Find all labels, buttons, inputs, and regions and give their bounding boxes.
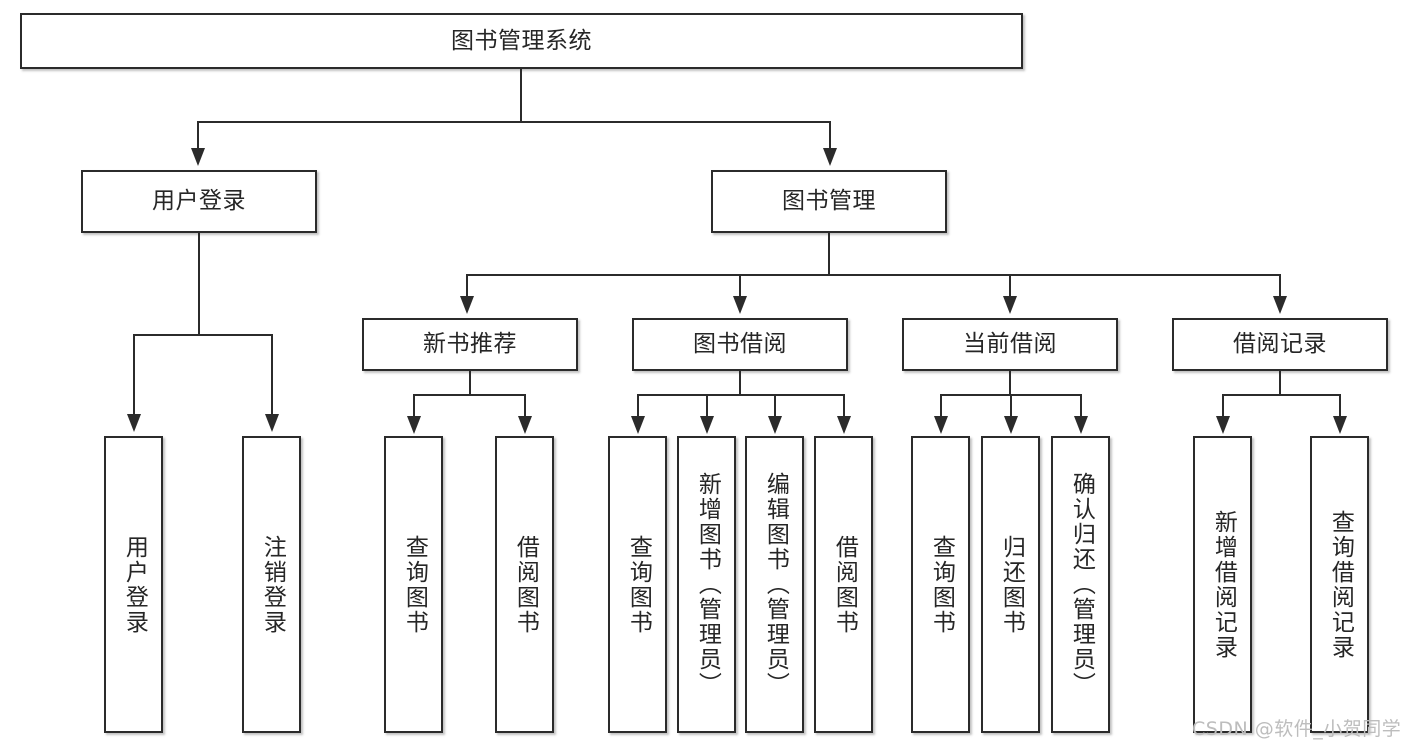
leaf-edit-book[interactable]: 编辑图书（管理员） — [745, 436, 804, 733]
arrowhead-bb-to-leaf-2 — [700, 416, 714, 434]
arrowhead-br-to-leaf-2 — [1333, 416, 1347, 434]
node-user-login[interactable]: 用户登录 — [81, 170, 317, 233]
leaf-query-book-3[interactable]: 查询图书 — [911, 436, 970, 733]
connector-root-to-book-management — [829, 121, 831, 149]
connector-root-stem — [520, 69, 522, 122]
connector-user-login-stem — [198, 233, 200, 335]
connector-user-login-to-leaf-2 — [271, 334, 273, 415]
leaf-user-login[interactable]: 用户登录 — [104, 436, 163, 733]
connector-cb-to-leaf-3 — [1080, 394, 1082, 417]
connector-bm-to-borrow-record — [1279, 274, 1281, 297]
connector-bm-to-new-book — [466, 274, 468, 297]
node-borrow-record[interactable]: 借阅记录 — [1172, 318, 1388, 371]
connector-user-login-to-leaf-1 — [133, 334, 135, 415]
leaf-return-book-label: 归还图书 — [998, 534, 1025, 635]
node-new-book-recommend[interactable]: 新书推荐 — [362, 318, 578, 371]
node-book-management[interactable]: 图书管理 — [711, 170, 947, 233]
connector-br-to-leaf-2 — [1339, 394, 1341, 417]
leaf-query-record[interactable]: 查询借阅记录 — [1310, 436, 1369, 733]
leaf-borrow-book-2[interactable]: 借阅图书 — [814, 436, 873, 733]
csdn-watermark: CSDN @软件_小贺同学 — [1192, 718, 1402, 740]
connector-book-borrow-bus — [637, 394, 844, 396]
connector-bm-to-book-borrow — [739, 274, 741, 297]
leaf-user-login-label: 用户登录 — [121, 534, 148, 635]
arrowhead-bm-to-borrow-record — [1273, 296, 1287, 314]
leaf-borrow-book-1[interactable]: 借阅图书 — [495, 436, 554, 733]
arrowhead-cb-to-leaf-3 — [1074, 416, 1088, 434]
connector-current-borrow-stem — [1009, 371, 1011, 395]
connector-bb-to-leaf-4 — [843, 394, 845, 417]
arrowhead-user-login-to-leaf-2 — [265, 414, 279, 432]
arrowhead-root-to-book-management — [823, 148, 837, 166]
arrowhead-cb-to-leaf-1 — [934, 416, 948, 434]
leaf-query-book-2[interactable]: 查询图书 — [608, 436, 667, 733]
leaf-confirm-return-label: 确认归还（管理员） — [1068, 472, 1095, 697]
connector-book-borrow-stem — [739, 371, 741, 395]
leaf-query-book-2-label: 查询图书 — [625, 534, 652, 635]
connector-new-book-to-leaf-1 — [413, 394, 415, 417]
connector-book-management-bus — [466, 274, 1280, 276]
connector-cb-to-leaf-1 — [940, 394, 942, 417]
node-current-borrow[interactable]: 当前借阅 — [902, 318, 1118, 371]
connector-cb-to-leaf-2 — [1010, 394, 1012, 417]
connector-br-to-leaf-1 — [1222, 394, 1224, 417]
connector-new-book-bus — [413, 394, 526, 396]
node-current-borrow-label: 当前借阅 — [963, 331, 1057, 358]
leaf-add-record[interactable]: 新增借阅记录 — [1193, 436, 1252, 733]
connector-borrow-record-stem — [1279, 371, 1281, 395]
arrowhead-br-to-leaf-1 — [1216, 416, 1230, 434]
connector-bb-to-leaf-3 — [774, 394, 776, 417]
node-book-borrow[interactable]: 图书借阅 — [632, 318, 848, 371]
arrowhead-new-book-to-leaf-2 — [518, 416, 532, 434]
node-new-book-recommend-label: 新书推荐 — [423, 331, 517, 358]
leaf-borrow-book-2-label: 借阅图书 — [831, 534, 858, 635]
arrowhead-bm-to-book-borrow — [733, 296, 747, 314]
arrowhead-root-to-user-login — [191, 148, 205, 166]
connector-borrow-record-bus — [1222, 394, 1340, 396]
leaf-add-book[interactable]: 新增图书（管理员） — [677, 436, 736, 733]
node-root-label: 图书管理系统 — [451, 27, 592, 54]
node-book-borrow-label: 图书借阅 — [693, 331, 787, 358]
leaf-confirm-return[interactable]: 确认归还（管理员） — [1051, 436, 1110, 733]
leaf-add-record-label: 新增借阅记录 — [1210, 509, 1237, 660]
leaf-return-book[interactable]: 归还图书 — [981, 436, 1040, 733]
node-book-management-label: 图书管理 — [782, 188, 876, 215]
arrowhead-bm-to-current-borrow — [1003, 296, 1017, 314]
connector-new-book-to-leaf-2 — [524, 394, 526, 417]
connector-root-bus — [197, 121, 830, 123]
arrowhead-bb-to-leaf-4 — [837, 416, 851, 434]
connector-root-to-user-login — [197, 121, 199, 149]
arrowhead-bb-to-leaf-1 — [631, 416, 645, 434]
connector-book-management-stem — [828, 233, 830, 275]
leaf-borrow-book-1-label: 借阅图书 — [512, 534, 539, 635]
connector-bm-to-current-borrow — [1009, 274, 1011, 297]
leaf-edit-book-label: 编辑图书（管理员） — [762, 472, 789, 697]
arrowhead-bb-to-leaf-3 — [768, 416, 782, 434]
arrowhead-bm-to-new-book — [460, 296, 474, 314]
connector-new-book-stem — [469, 371, 471, 395]
connector-user-login-bus — [133, 334, 272, 336]
leaf-query-book-1-label: 查询图书 — [401, 534, 428, 635]
leaf-logout-login[interactable]: 注销登录 — [242, 436, 301, 733]
arrowhead-user-login-to-leaf-1 — [127, 414, 141, 432]
arrowhead-cb-to-leaf-2 — [1004, 416, 1018, 434]
leaf-logout-login-label: 注销登录 — [259, 534, 286, 635]
leaf-add-book-label: 新增图书（管理员） — [694, 472, 721, 697]
connector-bb-to-leaf-2 — [706, 394, 708, 417]
leaf-query-book-1[interactable]: 查询图书 — [384, 436, 443, 733]
node-root[interactable]: 图书管理系统 — [20, 13, 1023, 69]
leaf-query-record-label: 查询借阅记录 — [1327, 509, 1354, 660]
node-borrow-record-label: 借阅记录 — [1233, 331, 1327, 358]
connector-bb-to-leaf-1 — [637, 394, 639, 417]
arrowhead-new-book-to-leaf-1 — [407, 416, 421, 434]
leaf-query-book-3-label: 查询图书 — [928, 534, 955, 635]
node-user-login-label: 用户登录 — [152, 188, 246, 215]
